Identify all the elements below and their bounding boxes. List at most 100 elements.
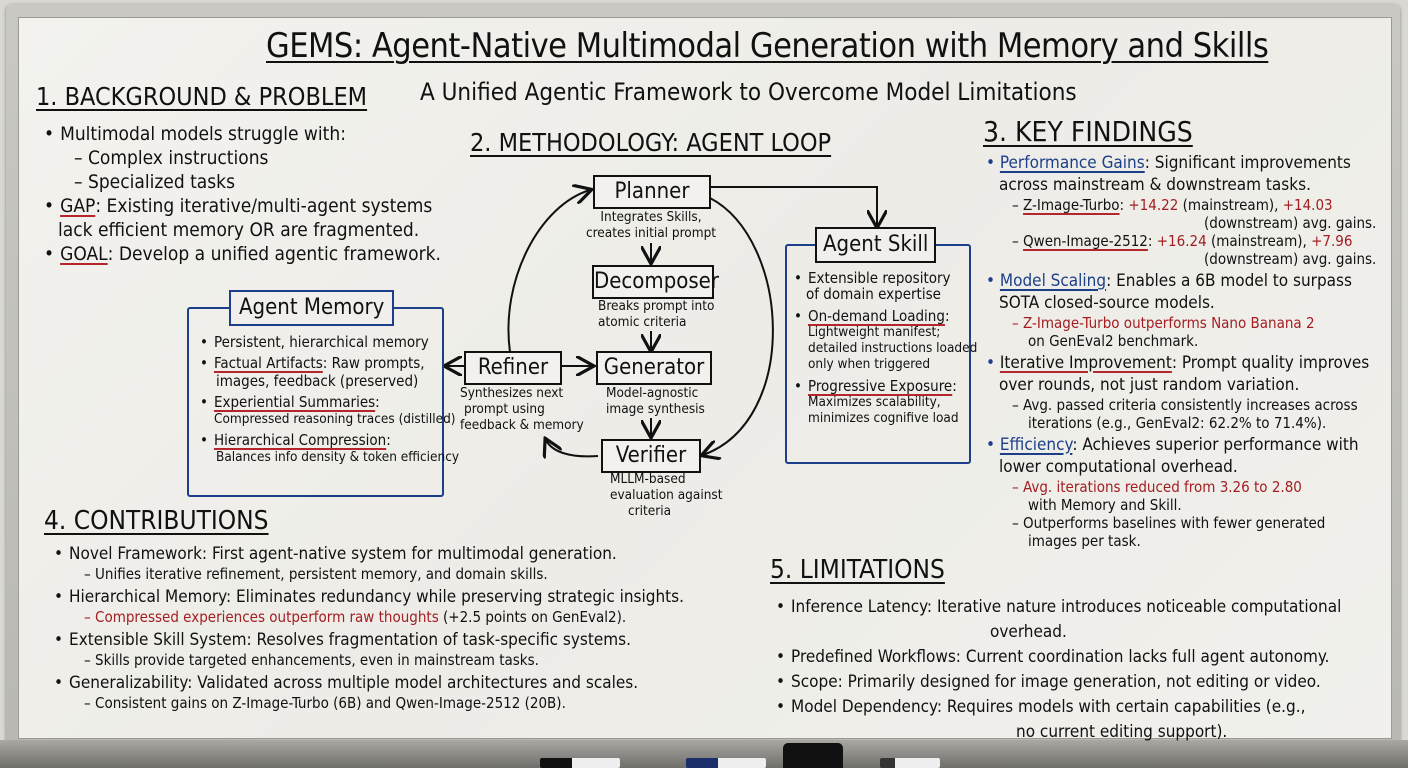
- experiential-text: Compressed reasoning traces (distilled): [214, 411, 456, 427]
- section-methodology-heading: 2. METHODOLOGY: AGENT LOOP: [470, 128, 832, 157]
- section-findings-heading: 3. KEY FINDINGS: [983, 115, 1193, 148]
- page-title: GEMS: Agent-Native Multimodal Generation…: [266, 26, 1269, 66]
- skill-list: Extensible repository of domain expertis…: [794, 270, 977, 426]
- node-refiner: Refiner: [464, 351, 562, 385]
- iterative-text-2: over rounds, not just random variation.: [999, 375, 1300, 395]
- efficiency-sub-red-2: with Memory and Skill.: [1028, 496, 1182, 514]
- efficiency-text: : Achieves superior performance with: [1072, 435, 1359, 455]
- efficiency-label: Efficiency: [999, 435, 1073, 455]
- factual-label: Factual Artifacts: [213, 354, 323, 372]
- memory-bullet-factual: Factual Artifacts: Raw prompts,: [200, 354, 459, 372]
- iterative-sub-2: iterations (e.g., GenEval2: 62.2% to 71.…: [1028, 414, 1327, 432]
- findings-bullet-iterative: • Iterative Improvement: Prompt quality …: [986, 353, 1370, 373]
- iterative-sub-1: – Avg. passed criteria consistently incr…: [1012, 396, 1358, 414]
- progressive-colon: :: [952, 377, 957, 395]
- memory-bullet-persistent: Persistent, hierarchical memory: [200, 333, 459, 351]
- iterative-label: Iterative Improvement: [999, 353, 1172, 373]
- refiner-desc: Synthesizes next prompt using feedback &…: [460, 385, 584, 433]
- qwen-mid: (mainstream),: [1206, 232, 1312, 250]
- page-subtitle: A Unified Agentic Framework to Overcome …: [420, 78, 1077, 106]
- marker-black: [540, 758, 620, 768]
- scaling-sub-2: on GenEval2 benchmark.: [1028, 332, 1199, 350]
- efficiency-sub-4: images per task.: [1028, 532, 1141, 550]
- qwen-label: Qwen-Image-2512: [1023, 232, 1148, 250]
- ondemand-colon: :: [944, 307, 950, 325]
- experiential-colon: :: [375, 393, 380, 411]
- limitation-inference-latency-2: overhead.: [990, 622, 1067, 642]
- node-verifier: Verifier: [601, 439, 701, 473]
- verifier-desc-1: MLLM-based: [610, 471, 686, 487]
- refiner-desc-3: feedback & memory: [460, 417, 584, 433]
- contribution-novel-framework: Novel Framework: First agent-native syst…: [54, 543, 684, 565]
- factual-text-2: images, feedback (preserved): [216, 372, 419, 390]
- verifier-desc: MLLM-based evaluation against criteria: [610, 471, 723, 519]
- verifier-desc-2: evaluation against: [610, 487, 723, 503]
- planner-desc-1: Integrates Skills,: [600, 209, 702, 225]
- memory-bullet-compression: Hierarchical Compression:: [200, 431, 459, 449]
- iterative-text: : Prompt quality improves: [1171, 353, 1370, 373]
- findings-list: • Performance Gains: Significant improve…: [986, 152, 1376, 550]
- experiential-label: Experiential Summaries: [213, 393, 376, 411]
- background-bullet-goal: GOAL: Develop a unified agentic framewor…: [44, 242, 441, 266]
- eraser: [783, 743, 843, 768]
- efficiency-text-2: lower computational overhead.: [999, 457, 1238, 477]
- performance-label: Performance Gains: [999, 153, 1145, 173]
- agent-skill-title: Agent Skill: [815, 227, 937, 263]
- skill-repository-text: of domain expertise: [806, 285, 941, 303]
- contributions-list: Novel Framework: First agent-native syst…: [54, 543, 684, 712]
- gap-text-2: lack efficient memory OR are fragmented.: [58, 219, 420, 241]
- planner-desc-2: creates initial prompt: [585, 225, 717, 241]
- background-bullet-gap: GAP: Existing iterative/multi-agent syst…: [44, 194, 441, 218]
- background-sub-1: – Complex instructions: [74, 147, 269, 169]
- memory-bullet-experiential: Experiential Summaries:: [200, 393, 459, 411]
- efficiency-sub-3: – Outperforms baselines with fewer gener…: [1012, 514, 1326, 532]
- compression-text: Balances info density & token efficiency: [216, 449, 460, 465]
- marker-blue: [686, 758, 766, 768]
- contribution-skill-system: Extensible Skill System: Resolves fragme…: [54, 629, 684, 651]
- contribution-novel-framework-sub: – Unifies iterative refinement, persiste…: [84, 565, 548, 583]
- factual-text: : Raw prompts,: [322, 354, 425, 372]
- limitations-list: Inference Latency: Iterative nature intr…: [776, 595, 1341, 745]
- qwen-down-gain: +7.96: [1311, 232, 1353, 250]
- generator-desc: Model-agnostic image synthesis: [606, 385, 705, 417]
- scaling-text: : Enables a 6B model to surpass: [1106, 271, 1352, 291]
- progressive-text-2: minimizes cognifive load: [808, 410, 959, 426]
- goal-text: : Develop a unified agentic framework.: [107, 243, 441, 265]
- compression-label: Hierarchical Compression: [213, 431, 387, 449]
- skill-bullet-ondemand: On-demand Loading:: [794, 308, 977, 324]
- zit-main-gain: +14.22: [1128, 196, 1179, 214]
- node-generator: Generator: [596, 351, 712, 385]
- skill-bullet-progressive: Progressive Exposure:: [794, 378, 977, 394]
- goal-label: GOAL: [60, 243, 108, 265]
- contribution-hierarchical-memory: Hierarchical Memory: Eliminates redundan…: [54, 586, 684, 608]
- progressive-label: Progressive Exposure: [807, 377, 953, 395]
- verifier-desc-3: criteria: [628, 503, 672, 519]
- progressive-text-1: Maximizes scalability,: [808, 394, 941, 410]
- agent-memory-title: Agent Memory: [229, 290, 395, 326]
- findings-qwen: – Qwen-Image-2512: +16.24 (mainstream), …: [1012, 232, 1353, 250]
- gap-label: GAP: [60, 195, 96, 217]
- scaling-label: Model Scaling: [999, 271, 1107, 291]
- ondemand-text-1: Lightweight manifest;: [808, 324, 941, 340]
- generator-desc-1: Model-agnostic: [606, 385, 699, 401]
- planner-desc: Integrates Skills, creates initial promp…: [581, 209, 721, 241]
- contribution-hierarchical-memory-sub: – Compressed experiences outperform raw …: [54, 608, 684, 626]
- findings-bullet-efficiency: • Efficiency: Achieves superior performa…: [986, 435, 1359, 455]
- background-bullet-struggle: Multimodal models struggle with:: [44, 122, 441, 146]
- qwen-tail: (downstream) avg. gains.: [1204, 250, 1377, 268]
- ondemand-text-2: detailed instructions loaded: [808, 340, 978, 356]
- section-contributions-heading: 4. CONTRIBUTIONS: [44, 506, 269, 536]
- decomposer-desc-1: Breaks prompt into: [598, 298, 715, 314]
- limitation-model-dependency-2: no current editing support).: [1016, 722, 1228, 742]
- limitation-inference-latency: Inference Latency: Iterative nature intr…: [776, 595, 1341, 620]
- performance-text-2: across mainstream & downstream tasks.: [999, 175, 1311, 195]
- scaling-sub-red: – Z-Image-Turbo outperforms Nano Banana …: [1012, 314, 1315, 332]
- findings-zit: – Z-Image-Turbo: +14.22 (mainstream), +1…: [1012, 196, 1333, 214]
- section-limitations-heading: 5. LIMITATIONS: [770, 555, 945, 585]
- findings-bullet-scaling: • Model Scaling: Enables a 6B model to s…: [986, 271, 1352, 291]
- ondemand-label: On-demand Loading: [807, 307, 945, 325]
- compression-colon: :: [386, 431, 391, 449]
- background-sub-2: – Specialized tasks: [74, 171, 235, 193]
- skill-bullet-repository: Extensible repository: [794, 270, 977, 286]
- limitation-predefined-workflows: Predefined Workflows: Current coordinati…: [776, 645, 1341, 670]
